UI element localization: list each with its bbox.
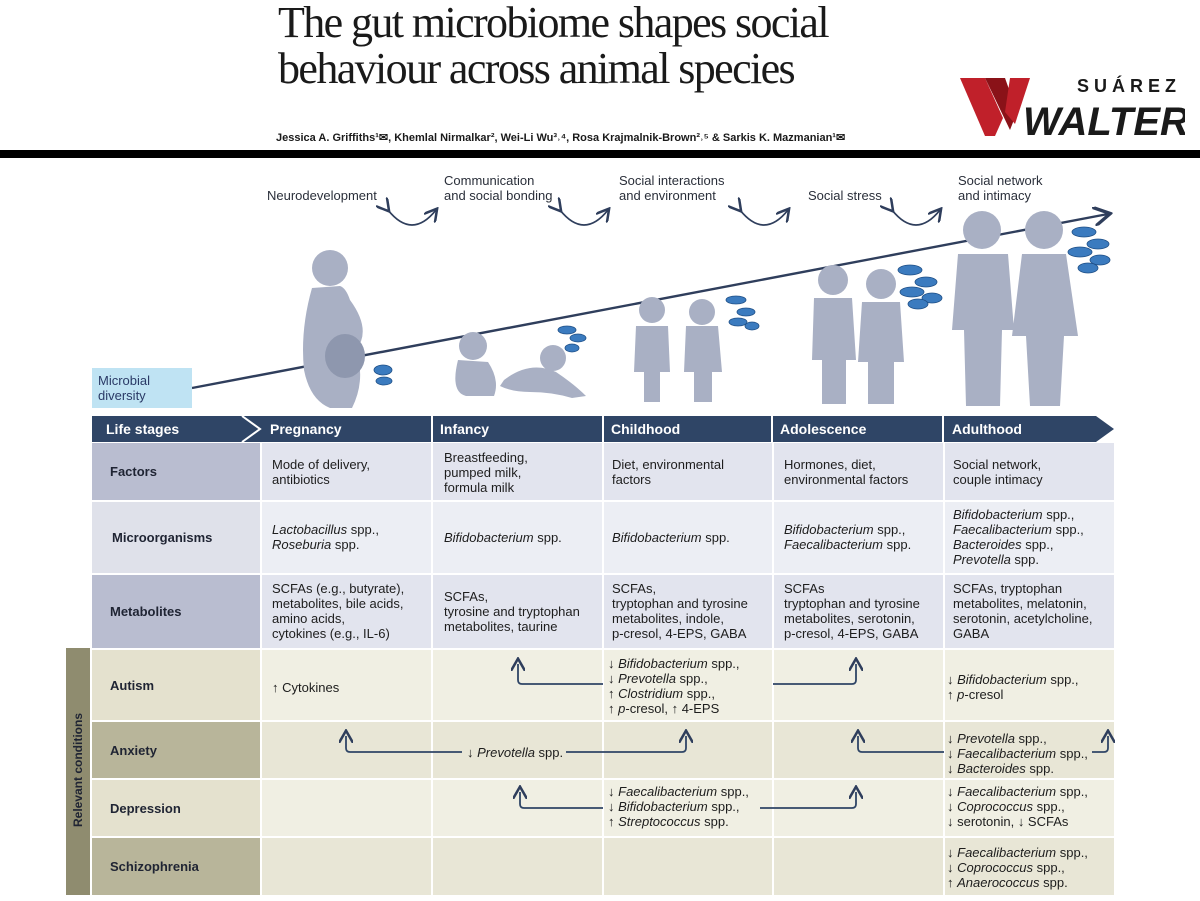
microbe-clusters [373,226,1111,386]
autism-adulthood: ↓ Bifidobacterium spp., ↑ p-cresol [947,672,1079,702]
microorganisms-childhood: Bifidobacterium spp. [612,530,730,545]
stage-infancy: Infancy [440,421,490,437]
depression-childhood: ↓ Faecalibacterium spp., ↓ Bifidobacteri… [608,784,749,829]
sitting-baby-silhouette [455,332,496,396]
microbe-cluster-adulthood [1067,226,1111,274]
microorganisms-adolescence: Bifidobacterium spp., Faecalibacterium s… [784,522,912,552]
boy-child-silhouette [634,297,670,402]
row-factors-band [262,443,1114,500]
paper-title: The gut microbiome shapes social behavio… [278,0,938,92]
title-line-2: behaviour across animal species [278,44,796,93]
depression-arrow-to-infancy [520,792,603,809]
stage-connector-arrows [388,210,940,226]
adult-man-silhouette [952,211,1014,406]
anxiety-infancy: ↓ Prevotella spp. [464,745,567,760]
adult-woman-silhouette [1012,211,1078,406]
anxiety-arrow-to-adolescence [858,736,944,753]
header-rule [0,150,1200,158]
autism-pregnancy: ↑ Cytokines [272,680,340,695]
stage-adulthood: Adulthood [952,421,1022,437]
stage-adolescence: Adolescence [780,421,867,437]
watermark-logo: SUÁREZ WALTER [960,75,1185,140]
row-metabolites-band [262,575,1114,648]
relevant-conditions-sidebar [66,648,90,895]
condition-span-arrows [0,640,1200,809]
adolescent-boy-silhouette [858,269,904,404]
title-line-1: The gut microbiome shapes social [278,0,830,47]
microbe-cluster-adolescence [897,264,943,310]
autism-arrow-to-infancy [518,664,603,685]
microorganisms-infancy: Bifidobacterium spp. [444,530,562,545]
column-divider [943,443,945,895]
adolescent-girl-silhouette [812,265,856,404]
factors-adolescence: Hormones, diet,environmental factors [784,457,909,487]
depression-adulthood: ↓ Faecalibacterium spp., ↓ Coprococcus s… [947,784,1088,829]
column-divider [602,443,604,895]
microorganisms-pregnancy: Lactobacillus spp., Roseburia spp. [272,522,379,552]
life-stages-label: Life stages [106,421,180,437]
row-autism-band [262,650,1114,720]
human-silhouettes [303,211,1078,408]
crawling-baby-silhouette [500,345,586,398]
stage-childhood: Childhood [611,421,681,437]
row-label-anxiety: Anxiety [92,722,260,778]
microbial-diversity-box [92,368,192,408]
girl-child-silhouette [684,299,722,402]
factors-infancy: Breastfeeding,pumped milk,formula milk [444,450,528,495]
microbe-cluster-infancy [557,325,587,353]
row-label-factors: Factors [92,443,260,500]
anxiety-arrow-to-childhood [566,736,686,753]
microorganisms-adulthood: Bifidobacterium spp., Faecalibacterium s… [953,507,1084,567]
autism-childhood: ↓ Bifidobacterium spp., ↓ Prevotella spp… [608,656,740,716]
row-label-microorganisms: Microorganisms [92,502,260,573]
life-stages-band [92,416,1114,442]
column-divider [772,443,774,895]
anxiety-adulthood: ↓ Prevotella spp., ↓ Faecalibacterium sp… [947,731,1088,776]
column-divider [431,443,433,895]
depression-arrow-to-adolescence [760,792,856,809]
factors-adulthood: Social network,couple intimacy [953,457,1043,487]
autism-arrow-to-adolescence [773,664,856,685]
row-depression-band [262,780,1114,836]
timeline-label-social-stress: Social stress [808,188,882,203]
anxiety-arrow-to-pregnancy [346,736,462,753]
row-microorganisms-band [262,502,1114,573]
row-label-depression: Depression [92,780,260,836]
row-label-metabolites: Metabolites [92,575,260,648]
row-schizophrenia-band [262,838,1114,895]
logo-top-text: SUÁREZ [1077,75,1181,96]
pregnant-woman-silhouette [303,250,365,408]
stage-pregnancy: Pregnancy [270,421,342,437]
row-label-schizophrenia: Schizophrenia [92,838,260,895]
life-stage-illustration [191,160,1200,408]
anxiety-arrow-right [1092,736,1108,753]
logo-main-text: WALTER [1023,100,1185,140]
row-label-autism: Autism [92,650,260,720]
author-list: Jessica A. Griffiths¹✉, Khemlal Nirmalka… [276,132,846,144]
schizophrenia-adulthood: ↓ Faecalibacterium spp., ↓ Coprococcus s… [947,845,1088,890]
microbe-cluster-childhood [725,295,760,331]
metabolites-pregnancy: SCFAs (e.g., butyrate),metabolites, bile… [272,581,405,641]
timeline-label-neurodevelopment: Neurodevelopment [267,188,377,203]
microbe-cluster-pregnancy [373,364,393,386]
factors-pregnancy: Mode of delivery,antibiotics [272,457,371,487]
